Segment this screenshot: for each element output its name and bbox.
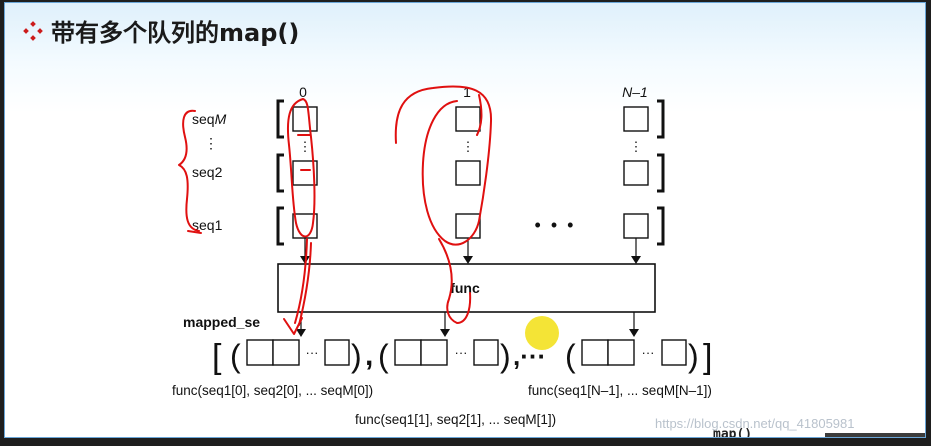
- bracket-right-row-2: [657, 153, 665, 193]
- tuple-1-box-a: [394, 339, 422, 366]
- row-brackets: [276, 99, 665, 246]
- result-close-bracket: ]: [703, 338, 712, 376]
- element-box-m-1: [455, 106, 481, 132]
- tuple-1-ellipsis: ···: [455, 345, 468, 360]
- bracket-left-row-m: [276, 99, 284, 139]
- tuple-1-box-b: [420, 339, 448, 366]
- annotation-column-0-arrowhead: [283, 317, 303, 335]
- arrowhead-out-func-0: [296, 329, 306, 337]
- tuple-last-box-c: [661, 339, 687, 366]
- seq-label-ellipsis: ⋮: [204, 135, 218, 151]
- annotation-column-1-loop: [394, 85, 493, 246]
- element-box-1-1: [455, 213, 481, 239]
- tuple-1-close-paren: ): [500, 338, 511, 374]
- map-diagram: 0 1 N–1 seqM ⋮ seq2 seq1: [172, 84, 712, 427]
- diamond-bullet-icon: [23, 20, 43, 41]
- element-box-2-last: [623, 160, 649, 186]
- element-box-2-1: [455, 160, 481, 186]
- tuple-last-box-b: [607, 339, 635, 366]
- tuple-separator-comma: ,: [365, 339, 373, 372]
- column-ellipsis-last: ⋮: [630, 139, 643, 154]
- tuple-last-box-a: [581, 339, 609, 366]
- watermark-url: https://blog.csdn.net/qq_41805981: [655, 416, 855, 431]
- title-row: 带有多个队列的map(): [23, 13, 299, 48]
- annotation-brace: [178, 109, 200, 232]
- column-ellipsis-0: ⋮: [299, 139, 312, 154]
- arrowhead-out-func-last: [629, 329, 639, 337]
- caption-middle-call: func(seq1[1], seq2[1], ... seqM[1]): [355, 412, 556, 427]
- arrowhead-out-func-1: [440, 329, 450, 337]
- tuple-0-box-c: [324, 339, 350, 366]
- caption-last-call: func(seq1[N–1], ... seqM[N–1]): [528, 383, 712, 398]
- func-label: func: [450, 280, 480, 296]
- tuple-0-box-a: [246, 339, 274, 366]
- seq-m-label: seqM: [192, 111, 227, 127]
- bottom-bar: [825, 433, 925, 437]
- tuple-0-close-paren: ): [351, 338, 362, 374]
- footer-map-label: map(): [713, 427, 753, 438]
- bracket-right-row-1: [657, 206, 665, 246]
- cursor-highlight: [525, 316, 559, 350]
- bracket-right-row-m: [657, 99, 665, 139]
- tuple-last-open-paren: (: [565, 338, 576, 374]
- column-dots: • • •: [535, 215, 574, 235]
- annotation-column-0-arrow: [294, 238, 308, 324]
- slide: 带有多个队列的map() 0 1 N–1 seqM ⋮ seq2 seq1: [4, 2, 926, 438]
- seq1-label: seq1: [192, 217, 223, 233]
- tuple-0-open-paren: (: [230, 338, 241, 374]
- bracket-left-row-2: [276, 153, 284, 193]
- annotation-column-0-arrow-2: [298, 242, 312, 326]
- caption-first-call: func(seq1[0], seq2[0], ... seqM[0]): [172, 383, 373, 398]
- annotation-seq1-underline: [187, 230, 202, 234]
- annotation-column-1-hook: [438, 238, 472, 324]
- arrowhead-into-func-last: [631, 256, 641, 264]
- tuple-last-ellipsis: ···: [642, 345, 655, 360]
- index-label-0: 0: [299, 84, 307, 100]
- result-open-bracket: [: [212, 338, 222, 376]
- slide-title: 带有多个队列的map(): [51, 19, 300, 47]
- tuple-0-box-b: [272, 339, 300, 366]
- func-box: [277, 263, 656, 313]
- tuple-1-box-c: [473, 339, 499, 366]
- index-label-1: 1: [463, 84, 471, 100]
- element-box-m-0: [292, 106, 318, 132]
- element-box-1-last: [623, 213, 649, 239]
- tuple-last-close-paren: ): [688, 338, 699, 374]
- tuple-0-ellipsis: ···: [306, 345, 319, 360]
- tuple-1-open-paren: (: [378, 338, 389, 374]
- column-ellipsis-1: ⋮: [462, 139, 475, 154]
- mapped-seq-label: mapped_se: [183, 314, 260, 330]
- index-label-last: N–1: [622, 84, 648, 100]
- seq2-label: seq2: [192, 164, 223, 180]
- arrowhead-into-func-1: [463, 256, 473, 264]
- element-box-m-last: [623, 106, 649, 132]
- bracket-left-row-1: [276, 206, 284, 246]
- annotation-column-1-stroke: [476, 94, 483, 136]
